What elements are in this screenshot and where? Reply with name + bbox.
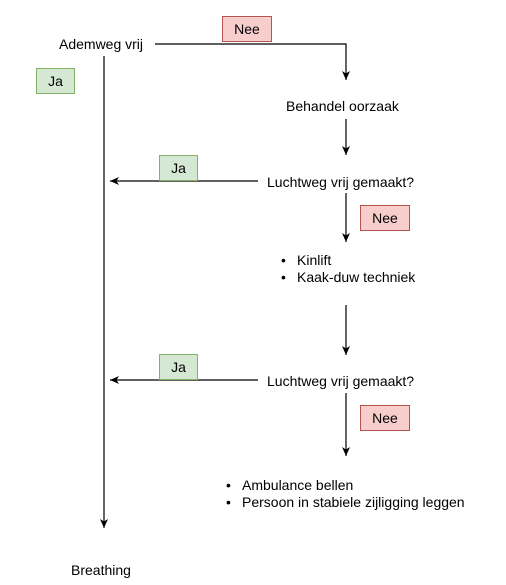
badge-yes-start: Ja [36,68,75,94]
node-treat-cause: Behandel oorzaak [286,98,399,114]
node-check-1: Luchtweg vrij gemaakt? [267,174,415,190]
badge-yes-check2: Ja [159,354,198,380]
badge-no-check2: Nee [360,405,410,431]
node-end: Breathing [71,562,131,578]
list-item-action: Ambulance bellen [224,477,465,494]
list-actions: Ambulance bellen Persoon in stabiele zij… [224,477,465,511]
list-item-technique: Kinlift [279,252,415,269]
list-item-action: Persoon in stabiele zijligging leggen [224,494,465,511]
list-item-technique: Kaak-duw techniek [279,269,415,286]
node-check-2: Luchtweg vrij gemaakt? [267,373,415,389]
badge-no-start: Nee [222,16,272,42]
badge-no-check1: Nee [360,205,410,231]
node-start: Ademweg vrij [59,36,144,52]
list-techniques: Kinlift Kaak-duw techniek [279,252,415,286]
connector-start-to-treat [155,43,350,80]
badge-yes-check1: Ja [159,155,198,181]
